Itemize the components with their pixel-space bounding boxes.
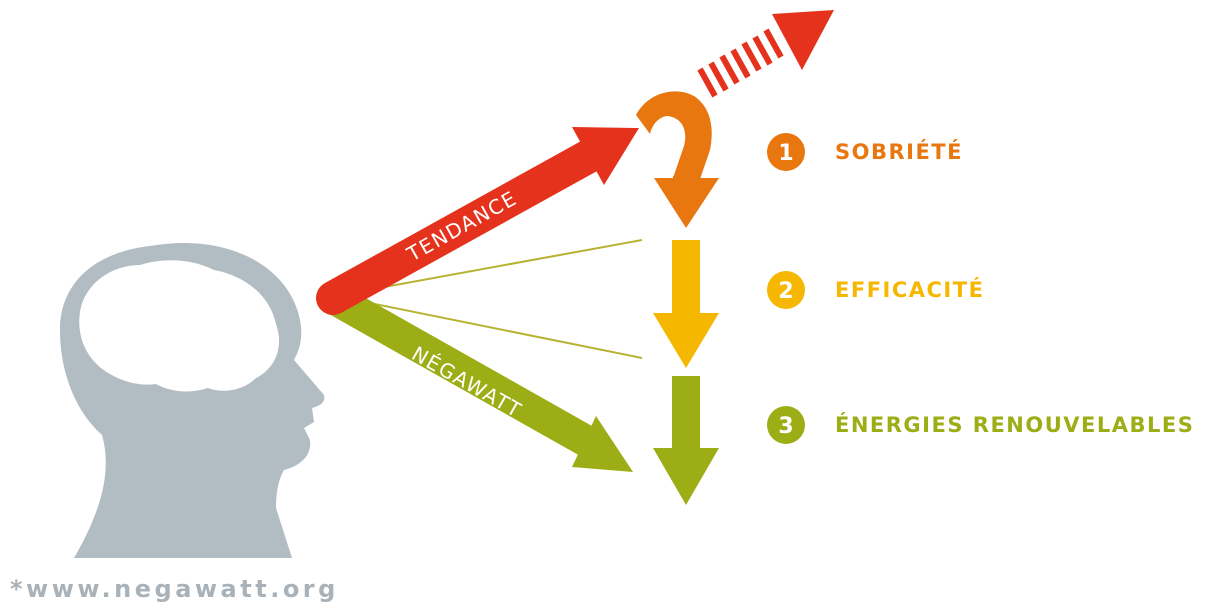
ray-lower — [334, 295, 643, 359]
tendance-dash-4 — [730, 48, 751, 79]
step-3-number: 3 — [778, 414, 793, 439]
tendance-dash-2 — [708, 61, 729, 92]
efficacite-arrow — [653, 240, 719, 368]
sobriete-arrow-head — [654, 178, 719, 228]
step-1-label: SOBRIÉTÉ — [835, 139, 963, 164]
tendance-arrow: TENDANCE — [316, 127, 639, 315]
tendance-label: TENDANCE — [402, 186, 521, 267]
sobriete-hook — [636, 91, 712, 185]
tendance-dash-1 — [697, 67, 718, 98]
tendance-arrow-shaft — [316, 133, 617, 315]
renouvelables-arrow-head — [653, 448, 719, 505]
renouvelables-arrow-shaft — [672, 376, 700, 450]
step-2: 2 EFFICACITÉ — [767, 271, 984, 309]
step-1-number: 1 — [778, 141, 793, 166]
efficacite-arrow-shaft — [672, 240, 700, 316]
step-2-label: EFFICACITÉ — [835, 277, 984, 302]
head-silhouette — [60, 242, 325, 558]
step-1-badge — [767, 133, 805, 171]
sobriete-arrow — [636, 91, 719, 228]
step-3-badge — [767, 406, 805, 444]
tendance-dash-6 — [752, 35, 773, 66]
tendance-arrow-head — [572, 127, 639, 185]
step-2-badge — [767, 271, 805, 309]
step-1: 1 SOBRIÉTÉ — [767, 133, 963, 171]
negawatt-arrow: NÉGAWATT — [317, 282, 633, 472]
tendance-continuation-head — [772, 10, 834, 70]
tendance-dash-5 — [741, 41, 762, 72]
efficacite-arrow-head — [653, 313, 719, 368]
tendance-dash-7 — [763, 28, 784, 59]
step-3-label: ÉNERGIES RENOUVELABLES — [835, 412, 1194, 437]
renouvelables-arrow — [653, 376, 719, 505]
brain-shape — [79, 260, 280, 392]
website-footer: *www.negawatt.org — [10, 575, 339, 603]
tendance-dash-3 — [719, 54, 740, 85]
step-3: 3 ÉNERGIES RENOUVELABLES — [767, 406, 1194, 444]
negawatt-arrow-shaft — [317, 282, 611, 462]
tendance-continuation — [697, 10, 834, 98]
negawatt-arrow-head — [572, 416, 633, 472]
step-2-number: 2 — [778, 279, 793, 304]
